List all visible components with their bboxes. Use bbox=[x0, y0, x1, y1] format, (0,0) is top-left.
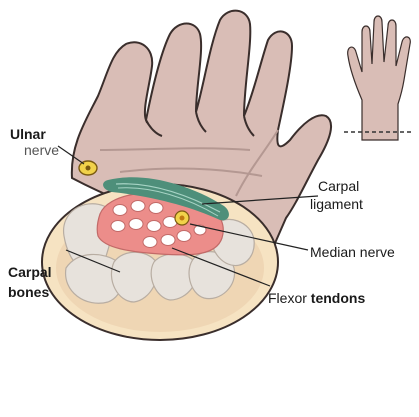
label-median-nerve: Median nerve bbox=[310, 244, 395, 260]
flexor-tendon bbox=[149, 203, 163, 214]
inset-hand-shape bbox=[348, 16, 411, 140]
label-tendons: tendons bbox=[311, 290, 365, 306]
flexor-tendon bbox=[113, 205, 127, 216]
label-flexor-tendons: Flexor tendons bbox=[268, 290, 365, 306]
label-carpal-bones-2: bones bbox=[8, 284, 49, 300]
flexor-tendon bbox=[147, 221, 161, 232]
label-ligament: ligament bbox=[310, 196, 363, 212]
label-ulnar: Ulnar bbox=[10, 126, 46, 142]
flexor-tendon bbox=[161, 235, 175, 246]
hand-silhouette-icon bbox=[344, 16, 412, 140]
flexor-tendon bbox=[177, 231, 191, 242]
ulnar-nerve-core bbox=[86, 166, 91, 171]
label-carpal-bones-1: Carpal bbox=[8, 264, 52, 280]
flexor-tendon bbox=[111, 221, 125, 232]
median-nerve-core bbox=[180, 216, 185, 221]
label-flexor: Flexor bbox=[268, 290, 307, 306]
flexor-tendon bbox=[143, 237, 157, 248]
label-carpal: Carpal bbox=[318, 178, 359, 194]
label-nerve: nerve bbox=[24, 142, 59, 158]
median-nerve bbox=[175, 211, 189, 225]
flexor-tendon bbox=[129, 219, 143, 230]
flexor-tendon bbox=[131, 201, 145, 212]
